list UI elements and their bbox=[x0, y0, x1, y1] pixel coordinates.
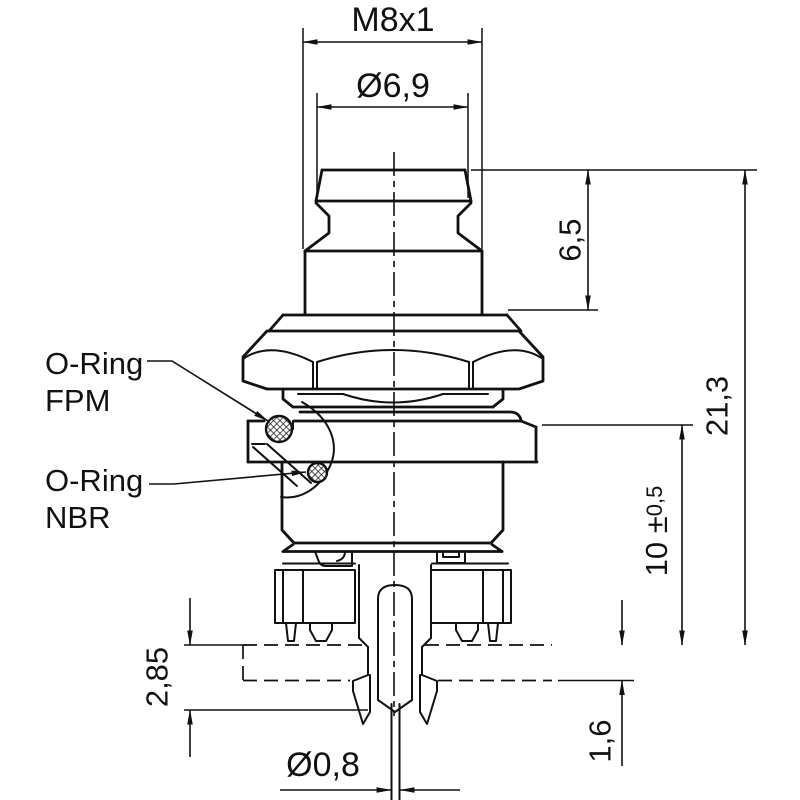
mounting-height-label: 10 ±0,5 bbox=[639, 486, 674, 577]
oring-groove-breakout bbox=[251, 401, 335, 499]
dimension-mounting-height: 10 ±0,5 bbox=[542, 424, 693, 646]
dimension-plug-length: 6,5 bbox=[471, 169, 757, 311]
dimension-pin-diameter: Ø0,8 bbox=[280, 746, 460, 793]
pcb-thickness-label: 1,6 bbox=[583, 719, 618, 762]
standoff-label: 2,85 bbox=[140, 647, 175, 707]
oring-nbr-leader-line bbox=[149, 470, 307, 485]
mounting-height-tolerance: 0,5 bbox=[642, 486, 667, 517]
lower-body bbox=[280, 460, 505, 553]
oring-fpm-leader-line bbox=[147, 360, 269, 422]
plug-diameter-label: Ø6,9 bbox=[356, 67, 430, 105]
thread-dimension-label: M8x1 bbox=[351, 1, 434, 39]
plug-top bbox=[267, 168, 523, 333]
dimension-standoff: 2,85 bbox=[140, 598, 368, 757]
pin-diameter-label: Ø0,8 bbox=[286, 746, 360, 784]
mounting-bracket bbox=[274, 550, 512, 800]
oring-nbr-label-line2: NBR bbox=[45, 500, 110, 535]
collar-and-flange bbox=[246, 387, 539, 464]
pcb-phantom-outline bbox=[242, 644, 552, 682]
oring-fpm-label-line2: FPM bbox=[45, 383, 110, 418]
oring-fpm-label-line1: O-Ring bbox=[45, 346, 143, 381]
plug-length-label: 6,5 bbox=[553, 218, 588, 261]
o-ring-nbr bbox=[306, 461, 329, 484]
overall-length-label: 21,3 bbox=[700, 376, 735, 436]
callout-oring-nbr: O-Ring NBR bbox=[45, 463, 307, 535]
dimension-overall-length: 21,3 bbox=[700, 169, 748, 646]
dimension-thread: M8x1 bbox=[302, 1, 483, 249]
hex-nut bbox=[241, 329, 545, 391]
center-pin bbox=[390, 703, 401, 800]
dimension-plug-diameter: Ø6,9 bbox=[316, 67, 469, 198]
mounting-height-value: 10 ± bbox=[639, 516, 674, 576]
oring-nbr-label-line1: O-Ring bbox=[45, 463, 143, 498]
connector-body bbox=[241, 168, 545, 800]
dimension-pcb-thickness: 1,6 bbox=[558, 600, 634, 766]
callout-oring-fpm: O-Ring FPM bbox=[45, 346, 269, 422]
o-ring-fpm bbox=[264, 414, 294, 444]
